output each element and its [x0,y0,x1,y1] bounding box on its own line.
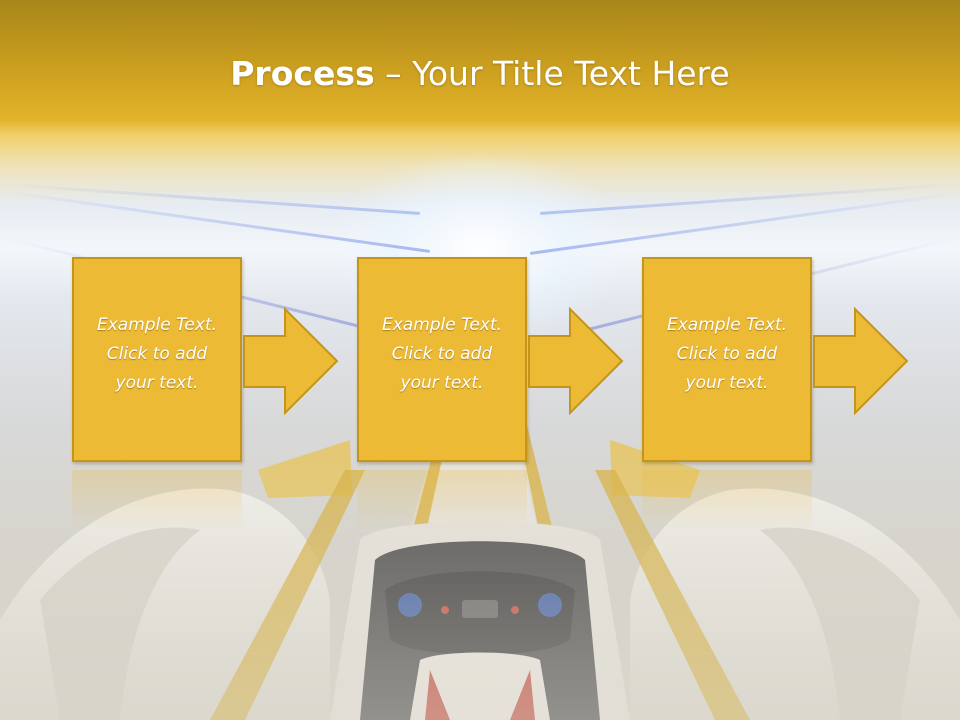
step-text[interactable]: Example Text. Click to add your text. [78,311,236,398]
step-box[interactable] [357,257,527,462]
process-step-3[interactable]: Example Text. Click to add your text. [642,257,816,465]
step-text[interactable]: Example Text. Click to add your text. [363,311,521,398]
step-text[interactable]: Example Text. Click to add your text. [648,311,806,398]
step-text-line: Example Text. [96,315,218,335]
title-bold-text: Process [230,54,375,93]
step-text-line: your text. [685,373,769,393]
step-reflection [357,470,527,530]
step-text-line: Click to add [391,344,493,364]
step-text-line: Click to add [676,344,778,364]
step-text-line: Example Text. [666,315,788,335]
step-text-line: your text. [115,373,199,393]
slide-title[interactable]: Process – Your Title Text Here [0,52,960,96]
title-rest-text: – Your Title Text Here [374,54,730,93]
right-arrow-icon [280,309,336,415]
process-step-2[interactable]: Example Text. Click to add your text. [357,257,531,465]
step-text-line: your text. [400,373,484,393]
process-step-1[interactable]: Example Text. Click to add your text. [72,257,246,465]
step-text-line: Example Text. [381,315,503,335]
step-box[interactable] [72,257,242,462]
step-box[interactable] [642,257,812,462]
step-reflection [72,470,242,530]
step-reflection [642,470,812,530]
step-text-line: Click to add [106,344,208,364]
